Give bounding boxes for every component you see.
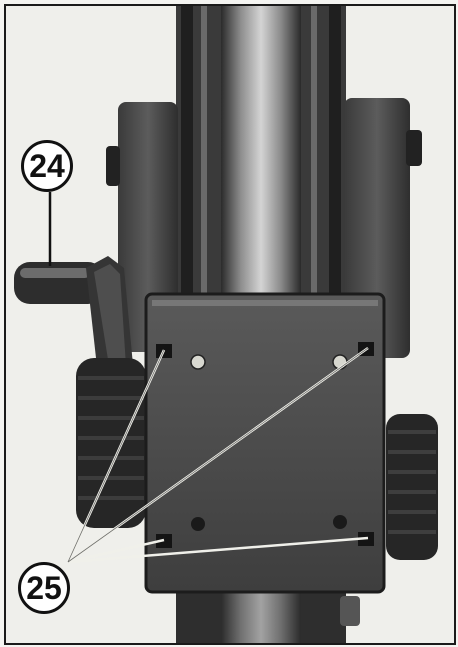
callout-25: 25	[18, 562, 70, 614]
stand-illustration	[14, 6, 438, 643]
lower-column	[176, 588, 360, 643]
photo-frame: 24 25	[4, 4, 456, 645]
left-knob	[76, 358, 146, 528]
callout-25-leaders-outline	[67, 347, 369, 563]
left-carriage-block	[106, 102, 178, 352]
callout-24: 24	[21, 140, 73, 192]
right-knob	[386, 414, 438, 560]
crank-handle	[14, 256, 134, 386]
column	[176, 6, 346, 306]
